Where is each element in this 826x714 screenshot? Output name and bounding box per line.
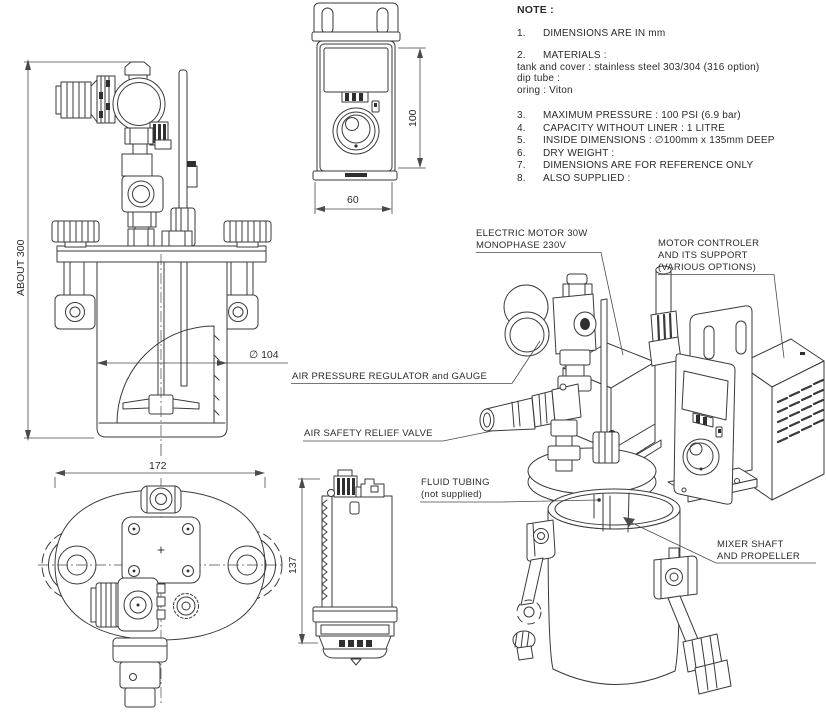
callout-air-pressure-regulator: AIR PRESSURE REGULATOR and GAUGE	[292, 371, 488, 382]
callout-fluid-tubing: FLUID TUBING (not supplied)	[421, 477, 490, 500]
dim-tank-inner-diameter: ∅ 104	[249, 349, 279, 361]
motor-controller-unit	[667, 353, 758, 505]
mixer-shaft-in-tank	[593, 492, 630, 533]
note-item: 5.INSIDE DIMENSIONS : ∅100mm x 135mm DEE…	[517, 135, 775, 146]
tank-clamp-right	[653, 547, 732, 695]
callout-mixer-shaft: MIXER SHAFT AND PROPELLER	[717, 539, 800, 562]
dim-overall-height: ABOUT 300	[15, 239, 27, 296]
front-view-drawing	[24, 59, 288, 445]
note-item: 2.MATERIALS :	[517, 50, 607, 61]
tank-cylinder	[547, 488, 681, 685]
note-materials-line: tank and cover : stainless steel 303/304…	[517, 61, 760, 73]
air-inlet-fitting	[648, 265, 682, 367]
motor-side-view-drawing	[298, 469, 398, 666]
note-materials-line: dip tube :	[517, 73, 561, 84]
callout-electric-motor: ELECTRIC MOTOR 30W MONOPHASE 230V	[476, 228, 588, 251]
note-item: 7.DIMENSIONS ARE FOR REFERENCE ONLY	[517, 160, 754, 171]
notes-title: NOTE :	[517, 4, 554, 16]
notes-block: NOTE : 1.DIMENSIONS ARE IN mm 2.MATERIAL…	[517, 4, 822, 184]
callout-motor-controller: MOTOR CONTROLER AND ITS SUPPORT (VARIOUS…	[658, 238, 760, 273]
note-item: 8.ALSO SUPPLIED :	[517, 172, 631, 184]
air-pressure-regulator-and-gauge	[503, 273, 597, 392]
dimension-texts: ABOUT 300 ∅ 104 172 137 100 60	[15, 109, 419, 574]
callout-air-safety-relief-valve: AIR SAFETY RELIEF VALVE	[304, 428, 433, 439]
dim-cover-width: 172	[149, 460, 167, 472]
note-item: 6.DRY WEIGHT :	[517, 147, 615, 159]
note-item: 4.CAPACITY WITHOUT LINER : 1 LITRE	[517, 122, 725, 134]
dim-controller-height: 100	[407, 109, 419, 127]
dim-motor-height: 137	[287, 556, 299, 574]
note-item: 1.DIMENSIONS ARE IN mm	[517, 27, 666, 39]
callout-leader-lines	[291, 252, 816, 564]
tank-clamp-left	[512, 519, 556, 661]
note-materials-line: oring : Viton	[517, 84, 573, 96]
note-item: 3.MAXIMUM PRESSURE : 100 PSI (6.9 bar)	[517, 110, 741, 121]
controller-front-view-drawing	[311, 2, 426, 214]
isometric-view-drawing	[291, 252, 825, 695]
dim-controller-width: 60	[347, 194, 359, 206]
cover-top-view-drawing	[38, 444, 284, 708]
support-rod	[592, 298, 620, 464]
air-safety-relief-valve-part	[479, 383, 582, 472]
